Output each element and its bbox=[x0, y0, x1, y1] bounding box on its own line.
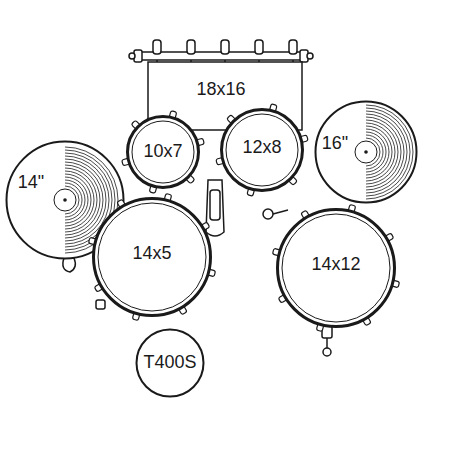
size-label: 16" bbox=[320, 134, 350, 154]
kit-model-badge: T400S bbox=[135, 328, 205, 398]
size-label: 14" bbox=[16, 173, 46, 193]
rack-tom: 10x7 bbox=[126, 115, 200, 189]
size-label: 12x8 bbox=[240, 138, 283, 158]
snare-drum: 14x5 bbox=[92, 197, 212, 317]
size-label: 14x5 bbox=[130, 244, 173, 264]
size-label: T400S bbox=[141, 353, 198, 373]
size-label: 10x7 bbox=[141, 142, 184, 162]
crash-cymbal: 16" bbox=[314, 100, 418, 204]
size-label: 14x12 bbox=[309, 255, 362, 275]
floor-tom: 14x12 bbox=[276, 208, 396, 328]
rack-tom: 12x8 bbox=[220, 108, 304, 192]
size-label: 18x16 bbox=[194, 80, 247, 100]
